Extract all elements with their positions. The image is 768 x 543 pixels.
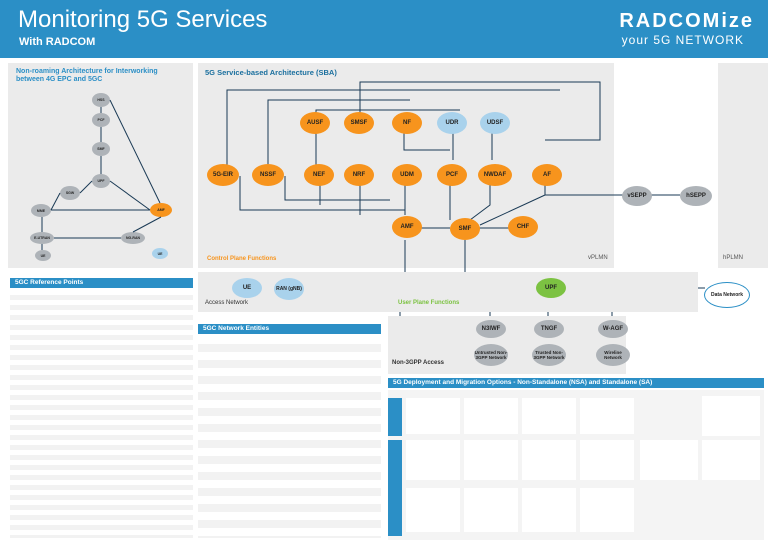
node-nrf: NRF [344,164,374,186]
node-nssf: NSSF [252,164,284,186]
node-5geir: 5G-EIR [207,164,239,186]
node-pcf: PCF [437,164,467,186]
deployment-option-3 [522,398,576,434]
node-ausf: AUSF [300,112,330,134]
node-upf: UPF [536,278,566,298]
node-udm: UDM [392,164,422,186]
brand-logo: RADCOMize [619,10,754,32]
non3gpp-panel [388,316,626,374]
roaming-node-ngran: NG-RAN [121,232,145,244]
node-smsf: SMSF [344,112,374,134]
deployment-option-5 [406,440,460,480]
sba-heading: 5G Service-based Architecture (SBA) [205,68,337,77]
deployment-option-7 [522,440,576,480]
node-udr: UDR [437,112,467,134]
page-title: Monitoring 5G Services [18,6,268,33]
node-nef: NEF [304,164,334,186]
deployment-option-11 [522,488,576,532]
roaming-node-upf: UPF [92,174,110,188]
user-plane-label: User Plane Functions [398,300,460,306]
roaming-node-pcf: PCF [92,113,110,127]
deployment-option-10 [464,488,518,532]
node-amf: AMF [392,216,422,238]
roaming-node-hss: HSS [92,93,110,107]
header-banner [0,0,768,58]
ref-points-table [10,290,193,538]
node-vsepp: vSEPP [622,186,652,206]
node-hsepp: hSEPP [680,186,712,206]
hplmn-panel [718,63,768,268]
deployment-heading: 5G Deployment and Migration Options - No… [388,378,764,388]
node-nwdaf: NWDAF [478,164,512,186]
node-untrusted: Untrusted Non-3GPP Network [474,344,508,366]
node-chf: CHF [508,216,538,238]
roaming-heading: Non-roaming Architecture for Interworkin… [16,68,158,83]
node-nf: NF [392,112,422,134]
roaming-node-amf: AMF [150,203,172,217]
page-subtitle: With RADCOM [19,36,96,48]
entities-heading: 5GC Network Entities [198,324,381,334]
node-ue: UE [232,278,262,298]
deployment-option-14 [702,440,760,480]
hplmn-label: hPLMN [723,255,744,261]
node-udsf: UDSF [480,112,510,134]
roaming-node-sgw: SGW [60,186,80,200]
data-network-cloud: Data Network [704,282,750,308]
entities-table [198,336,381,538]
roaming-node-ue2: UE [152,248,168,259]
deployment-option-2 [464,398,518,434]
deployment-option-1 [406,398,460,434]
ref-points-heading: 5GC Reference Points [10,278,193,288]
roaming-node-mme: MME [31,204,51,217]
non3gpp-label: Non-3GPP Access [392,360,445,366]
node-n3iwf: N3IWF [476,320,506,338]
deployment-option-12 [580,488,634,532]
node-trusted: Trusted Non-3GPP Network [532,344,566,366]
node-tngf: TNGF [534,320,564,338]
deployment-sa-strip [388,440,402,536]
node-af: AF [532,164,562,186]
node-wireline: Wireline Network [596,344,630,366]
deployment-option-13 [640,440,698,480]
vplmn-label: vPLMN [588,255,608,261]
node-ran: RAN (gNB) [274,278,304,300]
node-wagf: W-AGF [598,320,628,338]
roaming-node-ue: UE [35,250,51,261]
deployment-option-8 [580,440,634,480]
control-plane-label: Control Plane Functions [207,256,277,262]
deployment-legend [702,396,760,436]
node-smf: SMF [450,218,480,240]
brand-tagline: your 5G NETWORK [621,33,744,47]
deployment-option-4 [580,398,634,434]
deployment-nsa-strip [388,398,402,436]
roaming-node-smf: SMF [92,142,110,156]
roaming-node-eutran: E-UTRAN [30,232,54,244]
access-network-label: Access Network [205,300,249,306]
deployment-option-6 [464,440,518,480]
deployment-option-9 [406,488,460,532]
